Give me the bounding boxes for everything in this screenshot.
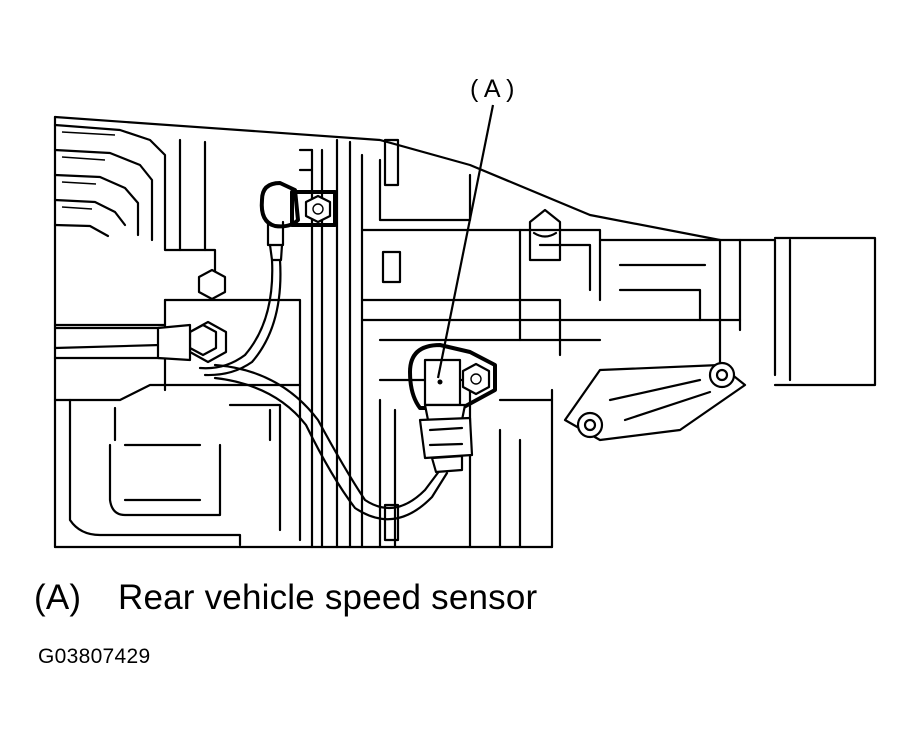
figure-id: G03807429 <box>38 645 151 668</box>
sensor-harness <box>53 258 449 521</box>
transmission-diagram: ( A ) <box>53 75 877 549</box>
caption: (A) Rear vehicle speed sensor <box>34 578 537 618</box>
upper-sensor <box>259 181 337 262</box>
callout-label: ( A ) <box>470 75 514 103</box>
callout-a: ( A ) <box>436 75 514 379</box>
caption-letter: (A) <box>34 578 82 617</box>
rear-vehicle-speed-sensor <box>408 343 497 474</box>
caption-text: Rear vehicle speed sensor <box>118 578 538 617</box>
